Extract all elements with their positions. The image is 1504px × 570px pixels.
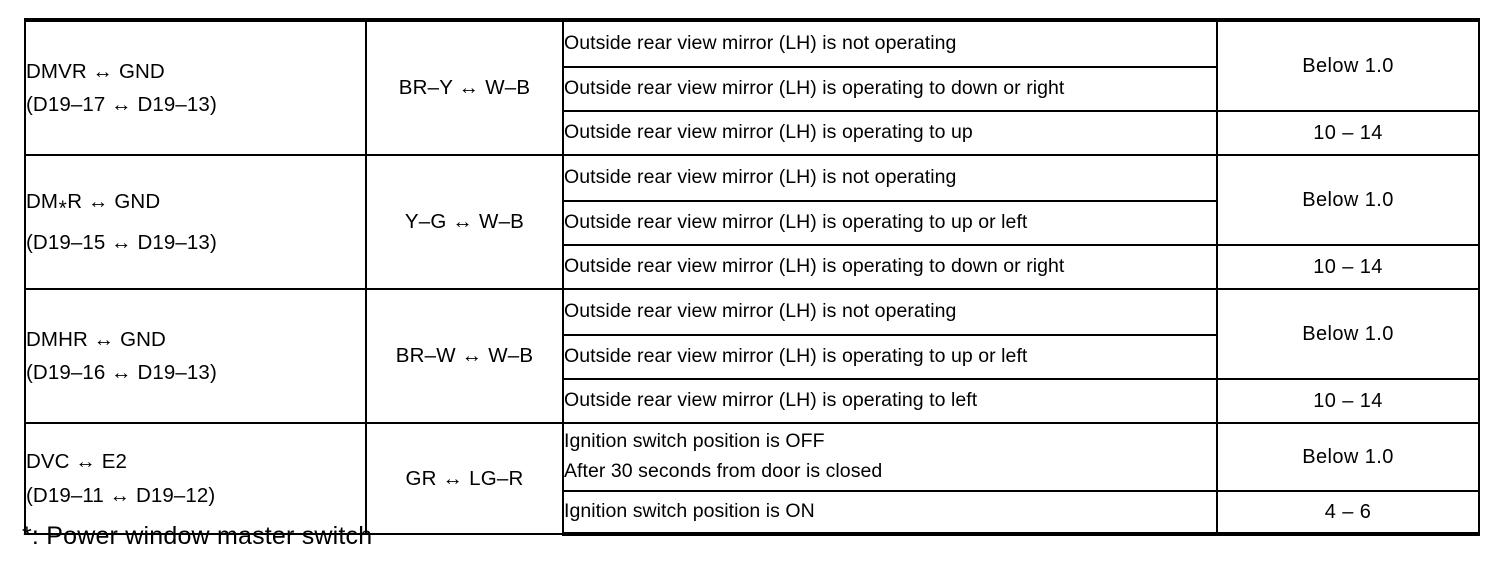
table-row: DM*R ↔ GND (D19–15 ↔ D19–13) Y–G ↔ W–B O… — [24, 154, 1480, 290]
specified-value-cell: Below 1.0 — [1216, 422, 1480, 492]
terminal-name-suffix: R ↔ GND — [67, 190, 161, 214]
condition-line-2: After 30 seconds from door is closed — [564, 460, 883, 482]
wiring-color-cell: Y–G ↔ W–B — [365, 154, 564, 290]
condition-cell: Outside rear view mirror (LH) is operati… — [562, 110, 1218, 156]
terminal-connector: (D19–17 ↔ D19–13) — [26, 93, 217, 116]
table-row: DMVR ↔ GND (D19–17 ↔ D19–13) BR–Y ↔ W–B … — [24, 18, 1480, 156]
inspection-spec-table: DMVR ↔ GND (D19–17 ↔ D19–13) BR–Y ↔ W–B … — [24, 18, 1480, 536]
table-row: Ignition switch position is ON 4 – 6 — [25, 490, 1480, 536]
condition-cell: Ignition switch position is ON — [562, 490, 1218, 536]
terminal-connector: (D19–16 ↔ D19–13) — [26, 361, 217, 384]
terminal-name: DMHR ↔ GND — [26, 327, 166, 351]
wiring-color-cell: GR ↔ LG–R — [365, 422, 564, 535]
footnote-star-marker: * — [58, 196, 67, 220]
table-row: Outside rear view mirror (LH) is operati… — [25, 200, 1479, 246]
table-row: DMHR ↔ GND (D19–16 ↔ D19–13) BR–W ↔ W–B … — [24, 288, 1480, 424]
terminal-name: DVC ↔ E2 — [26, 450, 128, 474]
specified-value-cell: Below 1.0 — [1216, 288, 1480, 380]
terminal-connector: (D19–15 ↔ D19–13) — [26, 230, 217, 254]
condition-cell: Outside rear view mirror (LH) is operati… — [562, 334, 1218, 380]
terminal-cell: DVC ↔ E2 (D19–11 ↔ D19–12) — [24, 422, 367, 535]
table-row: Outside rear view mirror (LH) is operati… — [25, 244, 1480, 290]
terminal-name: DMVR ↔ GND — [26, 59, 165, 83]
condition-cell: Outside rear view mirror (LH) is not ope… — [562, 18, 1218, 68]
condition-cell: Outside rear view mirror (LH) is operati… — [562, 200, 1218, 246]
wiring-color-cell: BR–W ↔ W–B — [365, 288, 564, 424]
footnote-text: *: Power window master switch — [22, 522, 373, 550]
specified-value-cell: Below 1.0 — [1216, 18, 1480, 112]
table-row: DVC ↔ E2 (D19–11 ↔ D19–12) GR ↔ LG–R Ign… — [24, 422, 1480, 535]
condition-cell: Outside rear view mirror (LH) is not ope… — [562, 288, 1218, 336]
condition-cell: Outside rear view mirror (LH) is operati… — [562, 66, 1218, 112]
condition-line-1: Ignition switch position is OFF — [564, 430, 825, 453]
specified-value-cell: 10 – 14 — [1216, 244, 1480, 290]
specified-value-cell: 4 – 6 — [1216, 490, 1480, 536]
condition-cell: Outside rear view mirror (LH) is not ope… — [562, 154, 1218, 202]
table-row: Outside rear view mirror (LH) is operati… — [25, 66, 1479, 112]
wiring-color-cell: BR–Y ↔ W–B — [365, 18, 564, 156]
condition-cell: Outside rear view mirror (LH) is operati… — [562, 244, 1218, 290]
terminal-cell: DMVR ↔ GND (D19–17 ↔ D19–13) — [24, 18, 367, 156]
condition-cell: Outside rear view mirror (LH) is operati… — [562, 378, 1218, 424]
terminal-connector: (D19–11 ↔ D19–12) — [26, 483, 216, 507]
terminal-name-prefix: DM — [26, 190, 59, 214]
specified-value-cell: 10 – 14 — [1216, 378, 1480, 424]
terminal-cell: DMHR ↔ GND (D19–16 ↔ D19–13) — [24, 288, 367, 424]
specified-value-cell: Below 1.0 — [1216, 154, 1480, 246]
terminal-cell: DM*R ↔ GND (D19–15 ↔ D19–13) — [24, 154, 367, 290]
specified-value-cell: 10 – 14 — [1216, 110, 1480, 156]
table-row: Outside rear view mirror (LH) is operati… — [25, 334, 1479, 380]
condition-cell: Ignition switch position is OFF After 30… — [562, 422, 1218, 492]
terminal-name: DM*R ↔ GND — [26, 185, 365, 226]
table-row: Outside rear view mirror (LH) is operati… — [25, 378, 1480, 424]
table-row: Outside rear view mirror (LH) is operati… — [25, 110, 1480, 156]
